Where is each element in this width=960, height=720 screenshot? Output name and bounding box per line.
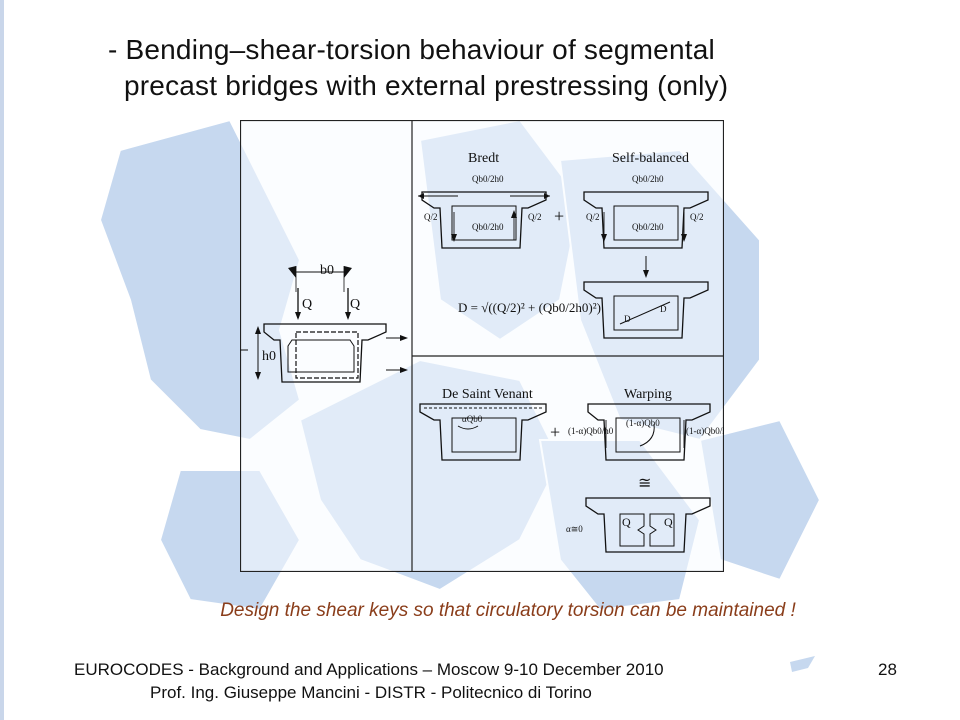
warping-right-label: (1-α)Qb0/h0 [686, 426, 724, 436]
footer-line-2: Prof. Ing. Giuseppe Mancini - DISTR - Po… [150, 683, 592, 702]
bredt-q-half-right: Q/2 [528, 212, 542, 222]
label-b0: b0 [320, 263, 334, 278]
final-section [585, 497, 711, 553]
label-alpha-qb0: αQb0 [462, 414, 483, 424]
warping-left-label: (1-α)Qb0/h0 [568, 426, 614, 436]
label-self-balanced: Self-balanced [612, 151, 689, 166]
self-balanced-flow-top: Qb0/2h0 [632, 174, 664, 184]
label-bredt: Bredt [468, 151, 499, 166]
warping-section [587, 403, 711, 461]
label-q-final-1: Q [622, 515, 631, 529]
formula-d: D = √((Q/2)² + (Qb0/2h0)²) [458, 300, 601, 315]
cracked-section [583, 281, 709, 339]
plus-sign-bottom: + [550, 422, 560, 442]
bredt-section [418, 191, 550, 249]
title-line-2: precast bridges with external prestressi… [124, 70, 729, 101]
label-q-final-2: Q [664, 515, 673, 529]
de-saint-venant-section [419, 403, 547, 461]
bredt-flow-bottom: Qb0/2h0 [472, 222, 504, 232]
label-warping: Warping [624, 387, 672, 402]
left-box-girder [240, 266, 408, 383]
torsion-figure: b0 Q Q h0 Bredt Qb0/2h0 Q/2 Q/2 Qb0/2h0 … [240, 120, 724, 572]
label-alpha-zero: α≅0 [566, 524, 583, 534]
warping-flow-label: (1-α)Qb0 [626, 418, 660, 428]
approx-sign: ≅ [638, 475, 651, 492]
figure-frame [240, 120, 724, 572]
label-h0: h0 [262, 349, 276, 364]
caption: Design the shear keys so that circulator… [220, 600, 796, 621]
self-balanced-section [583, 191, 709, 249]
self-balanced-flow-bottom: Qb0/2h0 [632, 222, 664, 232]
slide-title: - Bending–shear-torsion behaviour of seg… [108, 32, 928, 104]
label-d-small-2: D [660, 304, 667, 314]
arrow-down-top [643, 256, 649, 278]
label-d-small: D [624, 314, 631, 324]
page-number: 28 [878, 660, 897, 679]
bredt-q-half-left: Q/2 [424, 212, 438, 222]
bredt-flow-top: Qb0/2h0 [472, 174, 504, 184]
footer-line-1: EUROCODES - Background and Applications … [74, 660, 664, 679]
plus-sign-top: + [554, 206, 564, 226]
self-balanced-q-half-right: Q/2 [690, 212, 704, 222]
left-accent-bar [0, 0, 4, 720]
title-line-1: - Bending–shear-torsion behaviour of seg… [108, 34, 715, 65]
label-de-saint-venant: De Saint Venant [442, 387, 533, 402]
label-q-left-1: Q [302, 297, 312, 312]
self-balanced-q-half-left: Q/2 [586, 212, 600, 222]
label-q-left-2: Q [350, 297, 360, 312]
